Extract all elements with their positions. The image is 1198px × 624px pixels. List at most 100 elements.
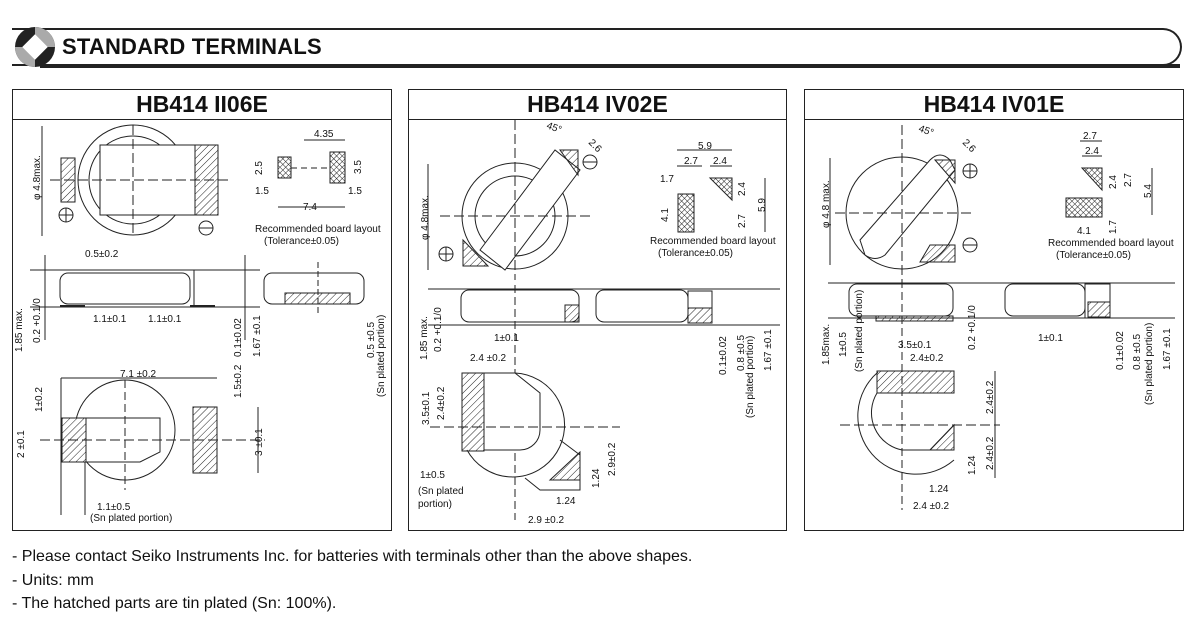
dimension-label: 1.24 xyxy=(556,496,576,507)
dimension-label: 3.5±0.1 xyxy=(421,391,432,425)
dimension-label: 0.8 ±0.5 xyxy=(736,334,747,371)
dimension-label: 3.5 xyxy=(353,160,364,174)
dimension-label: 3.5±0.1 xyxy=(898,340,932,351)
notes: - Please contact Seiko Instruments Inc. … xyxy=(12,545,692,616)
dimension-label: 1±0.1 xyxy=(1038,333,1063,344)
dimension-label: 1.24 xyxy=(967,455,978,475)
dimension-label: 1.1±0.1 xyxy=(93,314,127,325)
dimension-label: 0.2 +0.1/0 xyxy=(433,307,444,352)
dimension-label: 1.85 max. xyxy=(419,316,430,360)
dimension-label: 0.5±0.2 xyxy=(85,249,119,260)
dimension-label: Recommended board layout xyxy=(650,236,776,247)
dimension-label: 4.1 xyxy=(1077,226,1091,237)
dimension-label: 2.4±0.2 xyxy=(985,380,996,414)
iv02e-top-view xyxy=(427,120,598,280)
dimension-label: (Tolerance±0.05) xyxy=(264,236,339,247)
dimension-label: 7.1 ±0.2 xyxy=(120,369,157,380)
dimension-label: 1±0.5 xyxy=(838,332,849,357)
note-hatched: - The hatched parts are tin plated (Sn: … xyxy=(12,595,337,612)
dimension-label: 1.85 max. xyxy=(14,308,25,352)
iv01e-top-view xyxy=(829,125,978,280)
panel-hb414-iv02e: HB414 IV02E xyxy=(408,89,787,531)
dimension-label: 2.4 xyxy=(1085,146,1099,157)
dimension-label: Recommended board layout xyxy=(1048,238,1174,249)
dimension-label: 0.1±0.02 xyxy=(233,318,244,357)
dimension-label: 1.24 xyxy=(929,484,949,495)
dimension-label: 2.9 ±0.2 xyxy=(528,515,565,526)
dimension-label: (Sn plated portion) xyxy=(1144,323,1155,405)
dimension-label: 1.5 xyxy=(348,186,362,197)
dimension-label: 5.9 xyxy=(698,141,712,152)
page-title: STANDARD TERMINALS xyxy=(62,34,322,59)
dimension-label: portion) xyxy=(418,499,452,510)
note-contact: - Please contact Seiko Instruments Inc. … xyxy=(12,548,693,565)
iv01e-side-views xyxy=(828,280,1175,510)
dimension-label: 2.7 xyxy=(1123,173,1134,187)
dimension-label: 2.4±0.2 xyxy=(910,353,944,364)
dimension-label: 0.8 ±0.5 xyxy=(1132,333,1143,370)
dimension-label: 2.4 xyxy=(737,182,748,196)
iv02e-board-layout xyxy=(677,149,766,233)
dimension-label: 2.6 xyxy=(960,137,978,155)
iv02e-bottom-view xyxy=(430,372,620,491)
dimension-label: 1.5 xyxy=(255,186,269,197)
dimension-label: 1.67 ±0.1 xyxy=(763,329,774,371)
dimension-label: 0.1±0.02 xyxy=(1115,331,1126,370)
seiko-section-logo-icon xyxy=(15,27,55,67)
dimension-label: 1.24 xyxy=(591,468,602,488)
iv01e-board-layout xyxy=(1065,140,1153,218)
panel-title: HB414 IV02E xyxy=(409,90,786,120)
dimension-label: 2 ±0.1 xyxy=(16,430,27,458)
dimension-label: 1±0.5 xyxy=(420,470,445,481)
dimension-label: (Sn plated xyxy=(418,486,464,497)
dimension-label: 0.2 +0.1/0 xyxy=(32,298,43,343)
dimension-label: (Tolerance±0.05) xyxy=(658,248,733,259)
dimension-label: 0.1±0.02 xyxy=(718,336,729,375)
panel-hb414-ii06e: HB414 II06E xyxy=(12,89,392,531)
dimension-label: 1.1±0.5 xyxy=(97,502,131,513)
panel-hb414-iv01e: HB414 IV01E xyxy=(804,89,1184,531)
dimension-label: 1.7 xyxy=(660,174,674,185)
dimension-label: 4.35 xyxy=(314,129,334,140)
ii06e-board-layout xyxy=(277,139,346,208)
dimension-label: 2.6 xyxy=(586,137,604,155)
dimension-label: 1±0.1 xyxy=(494,333,519,344)
dimension-label: 1.67 ±0.1 xyxy=(252,315,263,357)
dimension-label: 2.4±0.2 xyxy=(436,386,447,420)
dimension-label: 2.4 xyxy=(713,156,727,167)
dimension-label: 5.9 xyxy=(757,198,768,212)
dimension-label: 5.4 xyxy=(1143,184,1154,198)
dimension-label: 0.2 +0.1/0 xyxy=(967,305,978,350)
dimension-label: 1.5±0.2 xyxy=(233,364,244,398)
dimension-label: 1.85max. xyxy=(821,324,832,365)
dimension-label: 2.4 ±0.2 xyxy=(913,501,950,512)
panel-title: HB414 II06E xyxy=(13,90,391,120)
dimension-label: 1.1±0.1 xyxy=(148,314,182,325)
dimension-label: φ 4.8 max. xyxy=(821,180,832,228)
ii06e-side-views xyxy=(30,255,365,340)
dimension-label: 1.7 xyxy=(1108,220,1119,234)
dimension-label: (Sn plated portion) xyxy=(745,336,756,418)
dimension-label: φ 4.8max. xyxy=(420,195,431,240)
dimension-label: 7.4 xyxy=(303,202,317,213)
dimension-label: 1±0.2 xyxy=(34,387,45,412)
dimension-label: (Sn plated portion) xyxy=(90,513,172,524)
dimension-label: φ 4.8max. xyxy=(32,155,43,200)
dimension-label: (Sn plated portion) xyxy=(376,315,387,397)
dimension-label: 4.1 xyxy=(660,208,671,222)
dimension-label: 2.4±0.2 xyxy=(985,436,996,470)
dimension-label: 2.5 xyxy=(254,161,265,175)
dimension-label: 2.4 ±0.2 xyxy=(470,353,507,364)
iv02e-side-views xyxy=(428,285,780,520)
iv01e-bottom-view xyxy=(840,370,1000,478)
dimension-label: 45° xyxy=(917,123,935,139)
dimension-label: 0.5 ±0.5 xyxy=(366,321,377,358)
dimension-label: 2.9±0.2 xyxy=(607,442,618,476)
dimension-label: Recommended board layout xyxy=(255,224,381,235)
dimension-label: 1.67 ±0.1 xyxy=(1162,328,1173,370)
dimension-label: 3 ±0.1 xyxy=(254,428,265,456)
dimension-label: 2.7 xyxy=(684,156,698,167)
dimension-label: (Tolerance±0.05) xyxy=(1056,250,1131,261)
dimension-label: 2.4 xyxy=(1108,175,1119,189)
